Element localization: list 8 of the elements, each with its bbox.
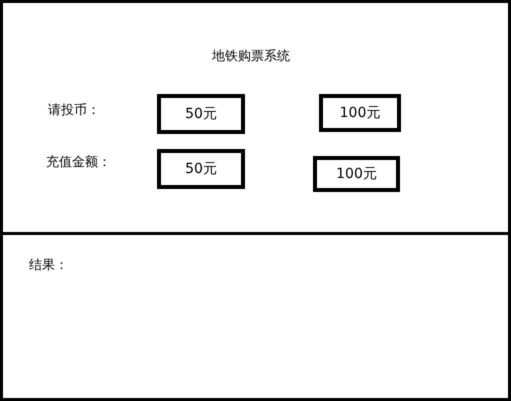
amount-button: 100元: [313, 156, 400, 192]
amount-button: 100元: [319, 94, 401, 132]
field-label: 请投币：: [48, 103, 100, 119]
amount-button: 50元: [157, 149, 245, 189]
field-label: 充值金额：: [46, 155, 111, 171]
title: 地铁购票系统: [212, 49, 290, 65]
field-label: 结果：: [29, 258, 68, 274]
amount-button: 50元: [157, 94, 245, 134]
